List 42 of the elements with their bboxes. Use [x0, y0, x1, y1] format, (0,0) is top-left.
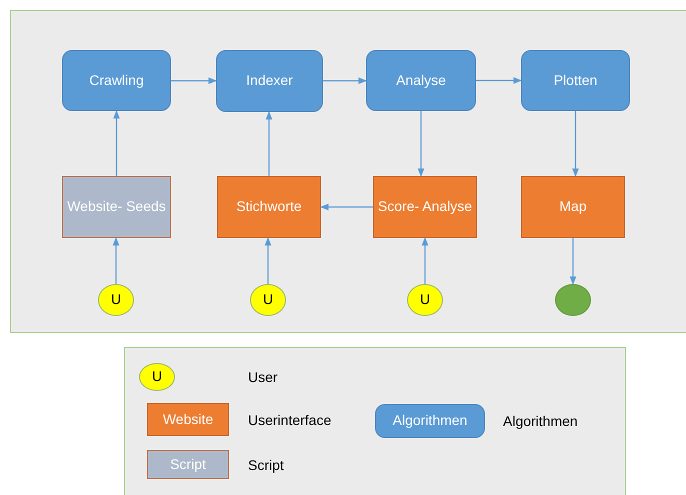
interface-box — [521, 176, 625, 238]
node-label: Score- Analyse — [378, 198, 472, 216]
node-label: Algorithmen — [392, 412, 468, 430]
algorithm-box — [62, 50, 171, 111]
arrow — [422, 237, 428, 284]
node-label: U — [110, 291, 122, 309]
node-label: U — [262, 291, 274, 309]
algorithm-box — [216, 50, 323, 112]
node-label: Crawling — [89, 72, 144, 90]
arrow — [418, 111, 424, 177]
interface-box — [147, 403, 229, 436]
algorithm-box — [366, 50, 476, 111]
node-label: Stichworte — [236, 198, 302, 216]
arrow — [320, 204, 373, 210]
arrow — [113, 110, 120, 176]
arrow — [112, 237, 120, 284]
arrow — [171, 77, 217, 84]
node-label: Indexer — [246, 72, 293, 90]
arrow — [264, 237, 272, 284]
algorithm-box — [521, 50, 630, 111]
arrow — [572, 111, 579, 177]
node-label: Analyse — [396, 72, 446, 90]
note-label: User — [248, 369, 278, 385]
arrow — [570, 238, 576, 285]
side-label: Userinterface — [248, 412, 332, 428]
node-label: Plotten — [554, 72, 598, 90]
node-label: Website — [162, 410, 214, 428]
script-box — [62, 176, 171, 238]
node-label: Map — [559, 198, 587, 216]
side-label: Script — [248, 456, 284, 472]
arrow — [476, 77, 522, 84]
interface-box — [373, 176, 477, 238]
algorithm-box — [375, 404, 485, 438]
arrow — [266, 111, 272, 176]
node-label: Script — [170, 456, 206, 474]
node-label: U — [420, 291, 430, 309]
side-label: Algorithmen — [503, 413, 578, 429]
arrow — [323, 77, 367, 84]
node-label: U — [152, 368, 162, 386]
script-box — [147, 450, 229, 479]
node-label: Website- Seeds — [67, 198, 166, 216]
interface-box — [217, 176, 321, 238]
